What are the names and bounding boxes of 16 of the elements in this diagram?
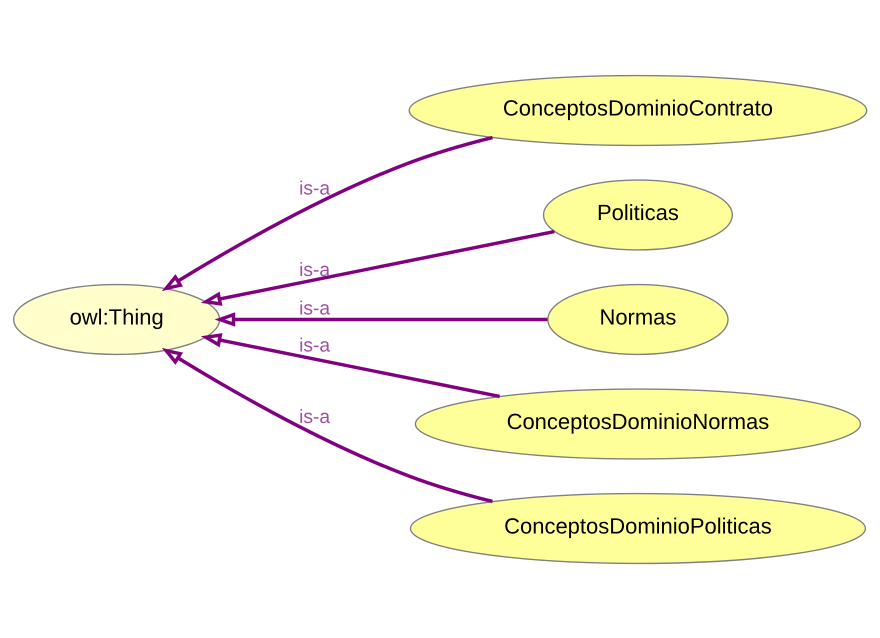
node-ellipse: ConceptosDominioContrato bbox=[408, 74, 868, 146]
edge-label: is-a bbox=[299, 178, 330, 200]
node-ellipse: ConceptosDominioPoliticas bbox=[410, 492, 866, 564]
node-ellipse: owl:Thing bbox=[12, 283, 220, 355]
arrow bbox=[214, 312, 548, 326]
node-ellipse: Politicas bbox=[542, 178, 734, 250]
edge-label: is-a bbox=[299, 259, 330, 280]
node-ellipse: ConceptosDominioNormas bbox=[414, 388, 862, 460]
arrow bbox=[162, 347, 493, 503]
arrow bbox=[200, 229, 555, 306]
arrow bbox=[200, 332, 500, 398]
edge-label: is-a bbox=[299, 334, 330, 356]
node-ellipse: Normas bbox=[547, 283, 729, 355]
edge-label: is-a bbox=[299, 406, 330, 428]
edge-label: is-a bbox=[299, 298, 330, 319]
arrow bbox=[162, 135, 493, 291]
